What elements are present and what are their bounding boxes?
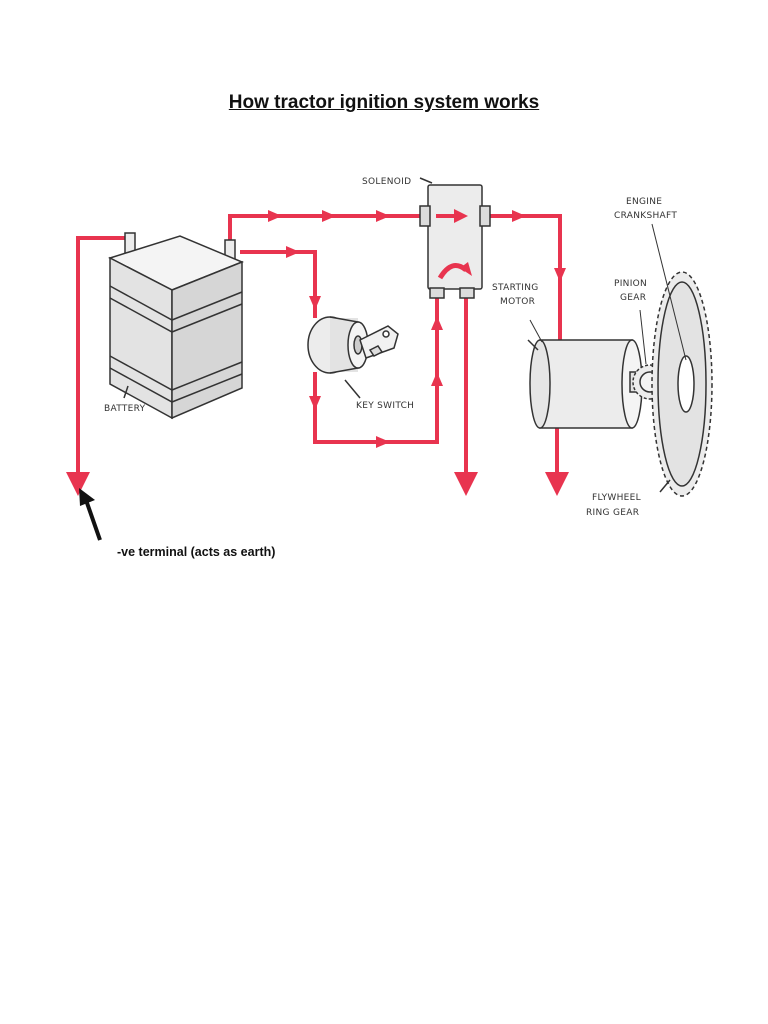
key-switch	[307, 316, 399, 399]
earth-arrows	[66, 472, 569, 496]
pointer-arrow	[79, 488, 102, 541]
label-starting: STARTING	[492, 283, 539, 293]
label-crankshaft: CRANKSHAFT	[614, 211, 677, 221]
motor-body	[539, 339, 633, 429]
flow-arrow	[431, 372, 443, 386]
flow-arrow	[322, 210, 336, 222]
label-solenoid: SOLENOID	[362, 177, 411, 187]
label-pinion: PINION	[614, 279, 647, 289]
flow-arrow	[286, 246, 300, 258]
wire-battery-solenoid	[228, 214, 420, 240]
solenoid-body	[427, 184, 483, 290]
label-engine: ENGINE	[626, 197, 662, 207]
flow-arrow	[554, 268, 566, 282]
label-flywheel: FLYWHEEL	[592, 493, 641, 503]
wire-negative-earth	[76, 236, 130, 475]
wire-battery-keyswitch	[240, 250, 317, 318]
wire-solenoid-motor	[490, 214, 562, 340]
label-key-switch: KEY SWITCH	[356, 401, 414, 411]
flow-arrows	[268, 210, 566, 448]
flow-arrow	[512, 210, 526, 222]
flywheel-ring-gear	[651, 271, 713, 497]
flow-arrow	[431, 316, 443, 330]
solenoid	[419, 177, 491, 299]
battery	[108, 232, 244, 420]
label-ring-gear: RING GEAR	[586, 508, 639, 518]
flow-arrow	[376, 436, 390, 448]
label-gear: GEAR	[620, 293, 646, 303]
flow-arrow	[376, 210, 390, 222]
flow-arrow	[268, 210, 282, 222]
battery-side	[171, 260, 243, 420]
earth-arrow-solenoid	[454, 472, 478, 496]
flow-arrow	[309, 296, 321, 310]
flow-arrow	[309, 396, 321, 410]
starting-motor	[527, 339, 659, 429]
page-title: How tractor ignition system works	[228, 92, 540, 113]
label-motor: MOTOR	[500, 297, 535, 307]
crankshaft-hub	[677, 355, 695, 413]
negative-terminal-annotation: -ve terminal (acts as earth)	[117, 545, 276, 559]
label-battery: BATTERY	[104, 404, 146, 414]
earth-arrow-motor	[545, 472, 569, 496]
earth-arrow-battery	[66, 472, 90, 496]
